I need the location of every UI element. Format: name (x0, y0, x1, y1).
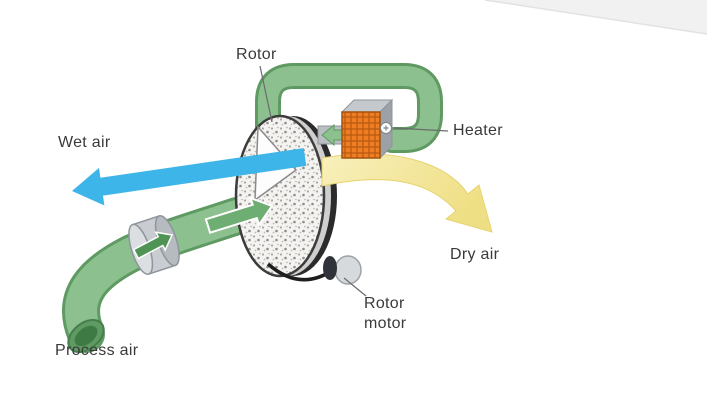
dry-air-arrow (321, 153, 493, 233)
process-air-label: Process air (55, 342, 139, 359)
dry-air-label: Dry air (450, 246, 500, 263)
heater (340, 98, 394, 160)
heater-label: Heater (453, 122, 503, 139)
heater-to-rotor-duct (317, 123, 347, 147)
process-flow-arrow-small (132, 231, 174, 260)
heater-plus-badge (380, 122, 392, 134)
rotor-motor-leader-line (343, 277, 367, 297)
process-flow-arrow-large (204, 196, 274, 234)
wet-air-arrow (72, 148, 307, 206)
leader-lines (259, 65, 449, 297)
regeneration-duct (255, 63, 443, 155)
rotor-label: Rotor (236, 46, 277, 63)
rotor-motor (266, 255, 362, 285)
heater-leader-line (393, 127, 449, 132)
rotor-motor-label: Rotor motor (364, 295, 407, 332)
duct-opening (67, 318, 105, 354)
rotor-leader-line (259, 65, 273, 123)
wet-air-label: Wet air (58, 134, 111, 151)
background-swoosh (484, 0, 707, 35)
process-air-duct (62, 197, 256, 354)
